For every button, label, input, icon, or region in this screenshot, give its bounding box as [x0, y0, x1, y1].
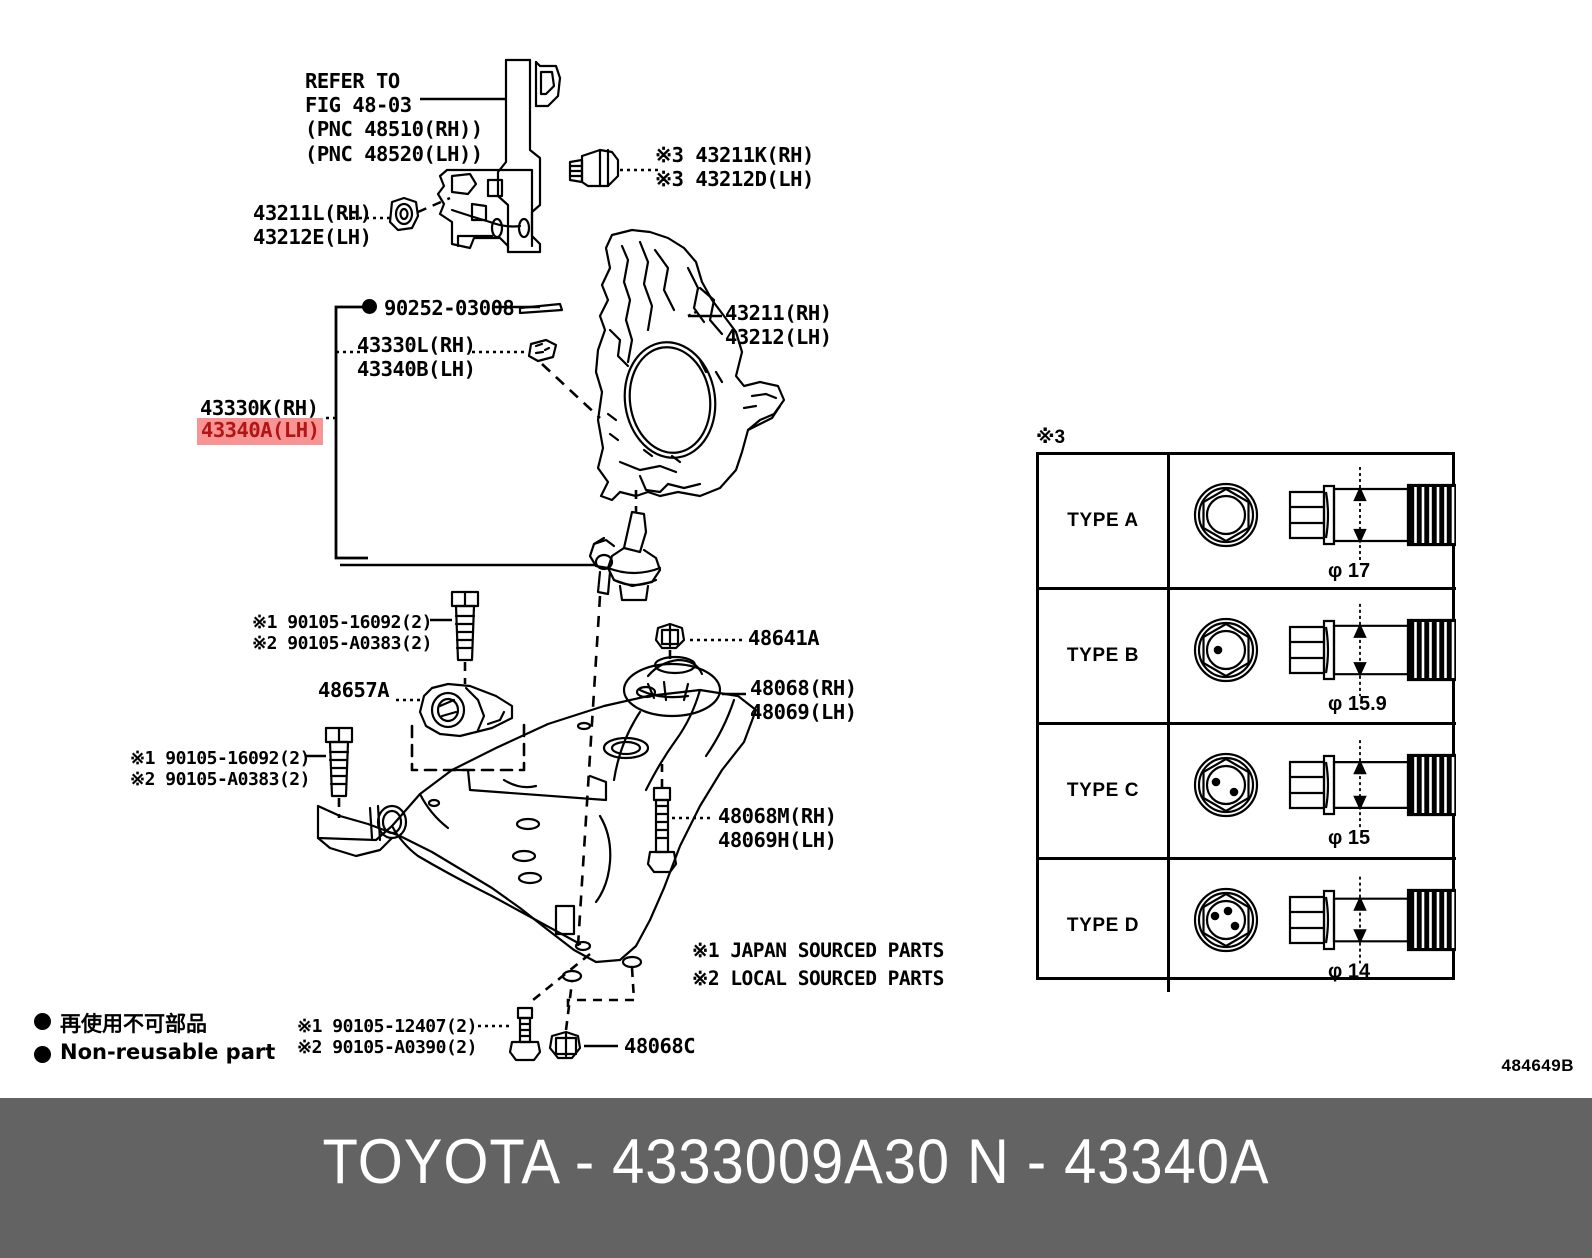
stud-illustration: φ 17: [1193, 467, 1456, 582]
legend-japanese: 再使用不可部品: [60, 1012, 207, 1036]
callout-bolt-a: ※1 90105-16092(2) ※2 90105-A0383(2): [252, 612, 432, 655]
stud-type-table: TYPE A φ 17 TYPE B φ 15.9 TYPE C φ 15 TY…: [1036, 452, 1456, 992]
note-local-sourced: ※2 LOCAL SOURCED PARTS: [692, 967, 944, 990]
ball-joint-drawing: [588, 510, 662, 602]
footer-bar: TOYOTA - 4333009A30 N - 43340A: [0, 1098, 1592, 1258]
stud-illustration: φ 15: [1193, 740, 1456, 849]
nut-48641a-drawing: [654, 622, 686, 650]
callout-nut-43211l: 43211L(RH) 43212E(LH): [253, 201, 372, 250]
stud-illustration: φ 14: [1193, 876, 1456, 982]
type-row-name-d: TYPE D: [1039, 860, 1170, 992]
footer-part-number: TOYOTA - 4333009A30 N - 43340A: [322, 1127, 1270, 1197]
stud-diameter-label: φ 15.9: [1328, 693, 1387, 715]
callout-bracket-48657a: 48657A: [318, 678, 390, 702]
type-label-b: TYPE B: [1066, 645, 1140, 666]
type-row-draw-d: φ 14: [1170, 860, 1456, 992]
nut-48068c-drawing: [548, 1030, 582, 1060]
strut-drawing: [436, 58, 562, 254]
callout-arm-48068: 48068(RH) 48069(LH): [750, 676, 857, 725]
type-table-marker: ※3: [1036, 427, 1066, 448]
diagram-artwork: [305, 58, 786, 1062]
callout-refer-to: REFER TO FIG 48-03 (PNC 48510(RH)) (PNC …: [305, 69, 483, 166]
stud-diameter-label: φ 15: [1328, 827, 1370, 849]
callout-dust-cover: 43330L(RH) 43340B(LH): [357, 333, 476, 382]
callout-bolt-43211k: ※3 43211K(RH) ※3 43212D(LH): [655, 143, 814, 192]
type-row-name-b: TYPE B: [1039, 590, 1170, 725]
type-row-draw-b: φ 15.9: [1170, 590, 1456, 725]
note-japan-sourced: ※1 JAPAN SOURCED PARTS: [692, 939, 944, 962]
callout-clip-90252: 90252-03008: [384, 296, 515, 320]
dust-cover-drawing: [527, 338, 558, 363]
type-row-name-a: TYPE A: [1039, 455, 1170, 590]
callout-bolt-b: ※1 90105-16092(2) ※2 90105-A0383(2): [130, 748, 310, 791]
stud-diameter-label: φ 17: [1328, 560, 1370, 582]
bolt-b-drawing: [324, 726, 354, 798]
bracket-48657a-drawing: [418, 682, 514, 738]
figure-code: 484649B: [1501, 1056, 1574, 1075]
bolt-a-drawing: [450, 590, 480, 662]
callout-nut-48068c: 48068C: [624, 1034, 696, 1058]
callout-ball-joint-lh-highlighted[interactable]: 43340A(LH): [197, 418, 324, 445]
legend-english: Non-reusable part: [60, 1040, 276, 1064]
type-label-c: TYPE C: [1066, 780, 1140, 801]
clip-90252-drawing: [518, 302, 564, 315]
bolt-90105-12407-drawing: [508, 1006, 542, 1062]
type-row-name-c: TYPE C: [1039, 725, 1170, 860]
type-row-draw-a: φ 17: [1170, 455, 1456, 590]
callout-nut-48641a: 48641A: [748, 626, 820, 650]
type-label-d: TYPE D: [1066, 915, 1140, 936]
stud-diameter-label: φ 14: [1328, 960, 1371, 982]
legend-dot-icon-1: [34, 1013, 51, 1030]
bolt-43211k-drawing: [568, 148, 620, 188]
bolt-48068m-drawing: [646, 786, 678, 874]
stud-illustration: φ 15.9: [1193, 603, 1456, 715]
non-reusable-dot-icon: [362, 299, 377, 314]
callout-knuckle: 43211(RH) 43212(LH): [725, 301, 832, 350]
legend-dot-icon-2: [34, 1046, 51, 1063]
type-label-a: TYPE A: [1067, 510, 1139, 531]
nut-43211l-drawing: [388, 196, 420, 232]
callout-bolt-bottom: ※1 90105-12407(2) ※2 90105-A0390(2): [297, 1016, 477, 1059]
steering-knuckle-drawing: [594, 228, 786, 502]
callout-ball-joint-rh: 43330K(RH): [200, 396, 319, 420]
lower-control-arm-drawing: [316, 688, 758, 983]
callout-arm-bolt-48068m: 48068M(RH) 48069H(LH): [718, 804, 837, 853]
type-row-draw-c: φ 15: [1170, 725, 1456, 860]
spring-seat-drawing: [622, 655, 722, 718]
